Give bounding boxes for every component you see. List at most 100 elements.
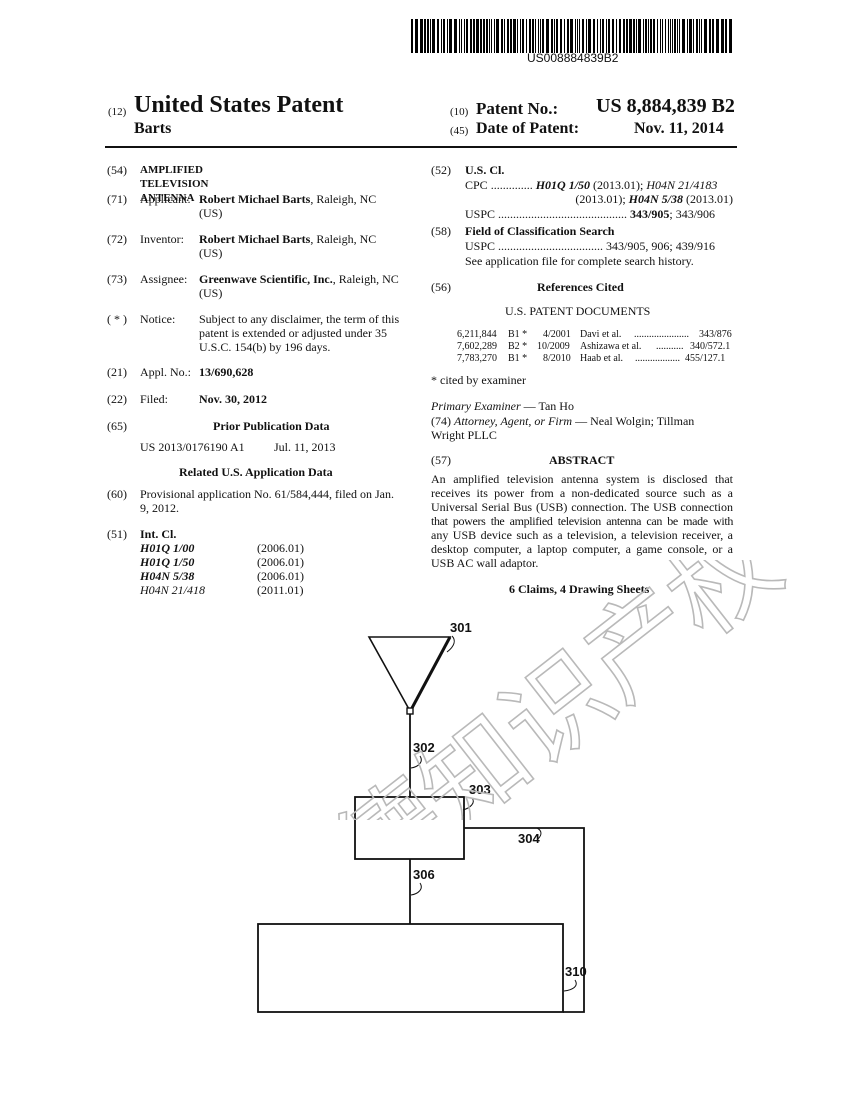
primary-examiner: Primary Examiner — Tan Ho [431, 399, 574, 413]
barcode-bar [712, 19, 714, 53]
barcode-bar [586, 19, 587, 53]
barcode-bar [443, 19, 445, 53]
barcode-bar [696, 19, 698, 53]
barcode-bar [526, 19, 527, 53]
notice-text: Subject to any disclaimer, the term of t… [199, 312, 400, 354]
barcode-bar [662, 19, 663, 53]
barcode-bar [679, 19, 680, 53]
barcode-bar [466, 19, 468, 53]
barcode-bar [513, 19, 516, 53]
right-column: (52) U.S. Cl. CPC .............. H01Q 1/… [431, 163, 733, 603]
barcode-bar [660, 19, 661, 53]
patent-number: US 8,884,839 B2 [596, 95, 735, 117]
code-10: (10) [450, 106, 469, 118]
patent-date: Nov. 11, 2014 [634, 120, 724, 137]
barcode-bar [449, 19, 452, 53]
barcode-bar [582, 19, 584, 53]
barcode-bar [546, 19, 549, 53]
barcode-bar [517, 19, 518, 53]
barcode-bar [677, 19, 678, 53]
int-cl-year: (2006.01) [257, 555, 304, 569]
barcode-bar [588, 19, 591, 53]
code-45: (45) [450, 125, 469, 137]
filed-label: Filed: [140, 392, 169, 406]
barcode-bar [682, 19, 685, 53]
barcode-bar [507, 19, 509, 53]
int-cl-year: (2011.01) [257, 583, 304, 597]
related-heading: Related U.S. Application Data [179, 465, 333, 479]
barcode-bar [522, 19, 524, 53]
code-71: (71) [107, 192, 127, 206]
barcode-bar [570, 19, 573, 53]
barcode-bar [510, 19, 512, 53]
barcode-bar [665, 19, 666, 53]
field-search-note: See application file for complete search… [465, 254, 694, 268]
barcode-bar [441, 19, 442, 53]
barcode-bar [564, 19, 565, 53]
code-22: (22) [107, 392, 127, 406]
barcode-bar [520, 19, 521, 53]
int-cl-item: H01Q 1/50 [140, 555, 195, 569]
barcode-bar [593, 19, 595, 53]
barcode [411, 19, 732, 53]
barcode-bar [432, 19, 435, 53]
header-rule [105, 146, 737, 148]
barcode-bar [538, 19, 539, 53]
barcode-bar [486, 19, 488, 53]
barcode-bar [648, 19, 649, 53]
patent-title: United States Patent [134, 92, 344, 118]
field-search-heading: Field of Classification Search [465, 224, 615, 238]
filed-value: Nov. 30, 2012 [199, 392, 268, 406]
barcode-bar [489, 19, 490, 53]
prior-pub-heading: Prior Publication Data [213, 419, 330, 433]
code-73: (73) [107, 272, 127, 286]
usb-cable-304 [464, 827, 585, 1013]
abstract-heading: ABSTRACT [549, 453, 615, 467]
barcode-bar [504, 19, 505, 53]
barcode-bar [638, 19, 641, 53]
barcode-bar [729, 19, 732, 53]
barcode-bar [619, 19, 621, 53]
barcode-bar [470, 19, 472, 53]
antenna-feed [406, 707, 414, 715]
barcode-bar [483, 19, 485, 53]
field-search-uspc: USPC ...................................… [465, 239, 716, 253]
barcode-bar [629, 19, 632, 53]
barcode-bar [699, 19, 700, 53]
barcode-bar [567, 19, 569, 53]
barcode-bar [415, 19, 418, 53]
barcode-bar [597, 19, 598, 53]
barcode-number: US008884839B2 [527, 51, 619, 65]
barcode-bar [674, 19, 676, 53]
cpc-line-1: CPC .............. H01Q 1/50 (2013.01); … [465, 178, 718, 192]
int-cl-item: H04N 5/38 [140, 569, 195, 583]
antenna-edge [410, 636, 452, 709]
attorney: (74) Attorney, Agent, or Firm — Neal Wol… [431, 414, 695, 442]
device-box [257, 923, 564, 1013]
barcode-bar [579, 19, 580, 53]
barcode-bar [424, 19, 426, 53]
barcode-bar [626, 19, 628, 53]
antenna-triangle [367, 636, 452, 713]
label-310: 310 [565, 964, 587, 979]
code-12: (12) [108, 106, 127, 118]
label-302: 302 [413, 740, 435, 755]
int-cl-year: (2006.01) [257, 569, 304, 583]
barcode-bar [693, 19, 694, 53]
barcode-bar [529, 19, 531, 53]
barcode-bar [464, 19, 465, 53]
barcode-bar [653, 19, 655, 53]
barcode-bar [491, 19, 492, 53]
barcode-bar [689, 19, 692, 53]
inventor-value: Robert Michael Barts, Raleigh, NC(US) [199, 232, 377, 260]
left-column: (54) AMPLIFIED TELEVISION ANTENNA (71) A… [107, 163, 407, 603]
barcode-bar [650, 19, 652, 53]
assignee-label: Assignee: [140, 272, 188, 286]
barcode-bar [600, 19, 601, 53]
label-304: 304 [518, 831, 540, 846]
barcode-bar [540, 19, 541, 53]
patent-header: (12) United States Patent Barts (10) Pat… [108, 92, 748, 142]
cited-by-examiner: * cited by examiner [431, 373, 526, 387]
